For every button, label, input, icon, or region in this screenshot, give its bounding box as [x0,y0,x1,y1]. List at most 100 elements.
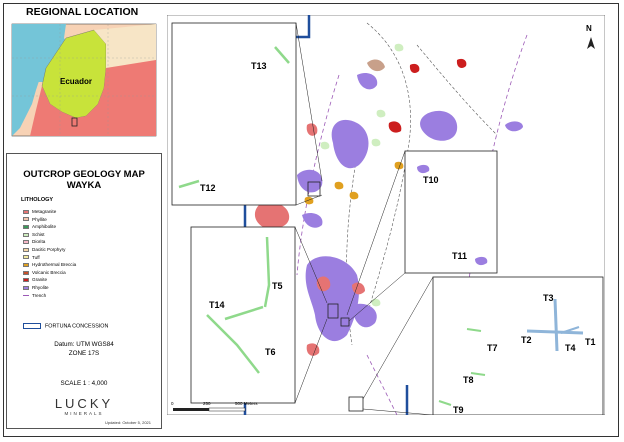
phyllite-outcrop [367,59,385,72]
legend-label: Hydrothermal Breccia [32,262,77,268]
legend-swatch [23,278,29,283]
zoom-target-box [348,396,364,412]
trench-t12-line [178,179,200,189]
trench-label-t4: T4 [565,343,576,353]
legend-label: Granite [32,277,48,283]
schist-outcrop [376,109,386,118]
breccia-outcrop [304,196,314,205]
company-logo: LUCKY MINERALS [7,396,161,416]
trench-label-t8: T8 [463,375,474,385]
scale-bar-segment [208,407,246,412]
metagranite-outcrop [254,202,290,229]
zoom-leader-line [346,150,406,316]
zoom-leader-line [362,276,434,400]
legend-item: Granite [23,276,76,284]
legend-swatch [23,240,29,245]
legend-label: Volcanic Breccia [32,269,66,275]
scale-text: SCALE 1 : 4,000 [60,380,108,387]
rhyolite-outcrop [420,110,458,141]
zoom-target-box [307,181,321,197]
trench-label-t5: T5 [272,281,283,291]
ocean-shape [12,24,70,136]
rhyolite-outcrop [297,169,323,193]
legend-swatch [23,262,29,267]
trench-label-t9: T9 [453,405,464,415]
zoom-leader-line [348,272,406,322]
logo-main-text: LUCKY [54,396,114,411]
trench-t13-line [274,46,290,64]
legend-swatch [23,255,29,260]
trench-t14-line [224,305,264,321]
legend-label: Diorita [32,239,46,245]
legend-label: Amphibolite [32,224,57,230]
legend-item: Amphibolite [23,223,76,231]
zoom-leader-line [294,226,328,304]
trench-label-t2: T2 [521,335,532,345]
trench-label-t3: T3 [543,293,554,303]
legend-item: Phyllite [23,216,76,224]
zoom-box-t12-t13 [171,22,297,206]
legend-panel: OUTCROP GEOLOGY MAP WAYKA LITHOLOGY Meta… [6,153,162,429]
legend-label: Rhyolite [32,284,49,290]
zoom-leader-line [295,194,323,206]
scale-bar-segment [173,408,209,411]
legend-label: Trench [32,292,47,298]
trench-label-t12: T12 [200,183,216,193]
zoom-leader-line [294,318,328,404]
legend-swatch [23,209,29,214]
trench-label-t6: T6 [265,347,276,357]
legend-label: Metagranite [32,209,57,214]
regional-location-title: REGIONAL LOCATION [26,6,139,18]
rhyolite-outcrop [305,256,359,342]
metagranite-outcrop [306,123,318,136]
legend-swatch [23,224,29,229]
trench-t3-line [553,298,559,352]
fault-line [416,44,498,136]
updated-date: Updated: October 5, 2021 [104,420,151,425]
legend-item: Diorita [23,238,76,246]
zoom-box-t1-t9 [432,276,604,415]
zoom-leader-line [295,22,323,182]
trench-t6-line [206,314,260,374]
zoom-target-box [327,303,339,319]
legend-swatch [23,217,29,222]
rhyolite-outcrop [475,256,488,266]
granite-outcrop [388,121,402,133]
legend-item: Volcanic Breccia [23,269,76,277]
trench-t4-line [560,326,580,334]
breccia-outcrop [394,161,404,170]
breccia-outcrop [349,191,359,200]
country-label: Ecuador [60,77,92,86]
legend-swatch [23,232,29,237]
scale-bar-label: 250 [203,401,211,406]
trench-swatch [23,294,29,296]
legend-swatch [23,270,29,275]
legend-item: Schist [23,231,76,239]
project-location-marker [71,117,78,127]
schist-outcrop [394,43,404,52]
zone-text: ZONE 17S [68,350,100,357]
rhyolite-outcrop [505,121,523,132]
granite-outcrop [409,63,420,73]
trench-label-t10: T10 [423,175,439,185]
breccia-outcrop [334,181,344,190]
regional-location-panel: REGIONAL LOCATION Ecuador [6,6,162,434]
colombia-shape [94,24,156,68]
trench-label-t7: T7 [487,343,498,353]
map-frame [3,3,619,437]
schist-outcrop [371,138,381,147]
legend-label: Tuff [32,254,40,260]
rhyolite-outcrop [417,164,430,174]
trench-label-t1: T1 [585,337,596,347]
metagranite-outcrop [316,276,331,292]
schist-outcrop [371,298,381,307]
trench-label-t14: T14 [209,300,225,310]
map-subtitle: WAYKA [66,180,102,191]
legend-item: Dacitic Porphyry [23,246,76,254]
legend-item: Trench [23,292,76,300]
legend-item: Hydrothermal Breccia [23,261,76,269]
trench-label-t11: T11 [452,251,467,261]
concession-swatch [23,323,41,329]
peru-shape [30,60,156,136]
legend-label: Phyllite [32,216,47,222]
